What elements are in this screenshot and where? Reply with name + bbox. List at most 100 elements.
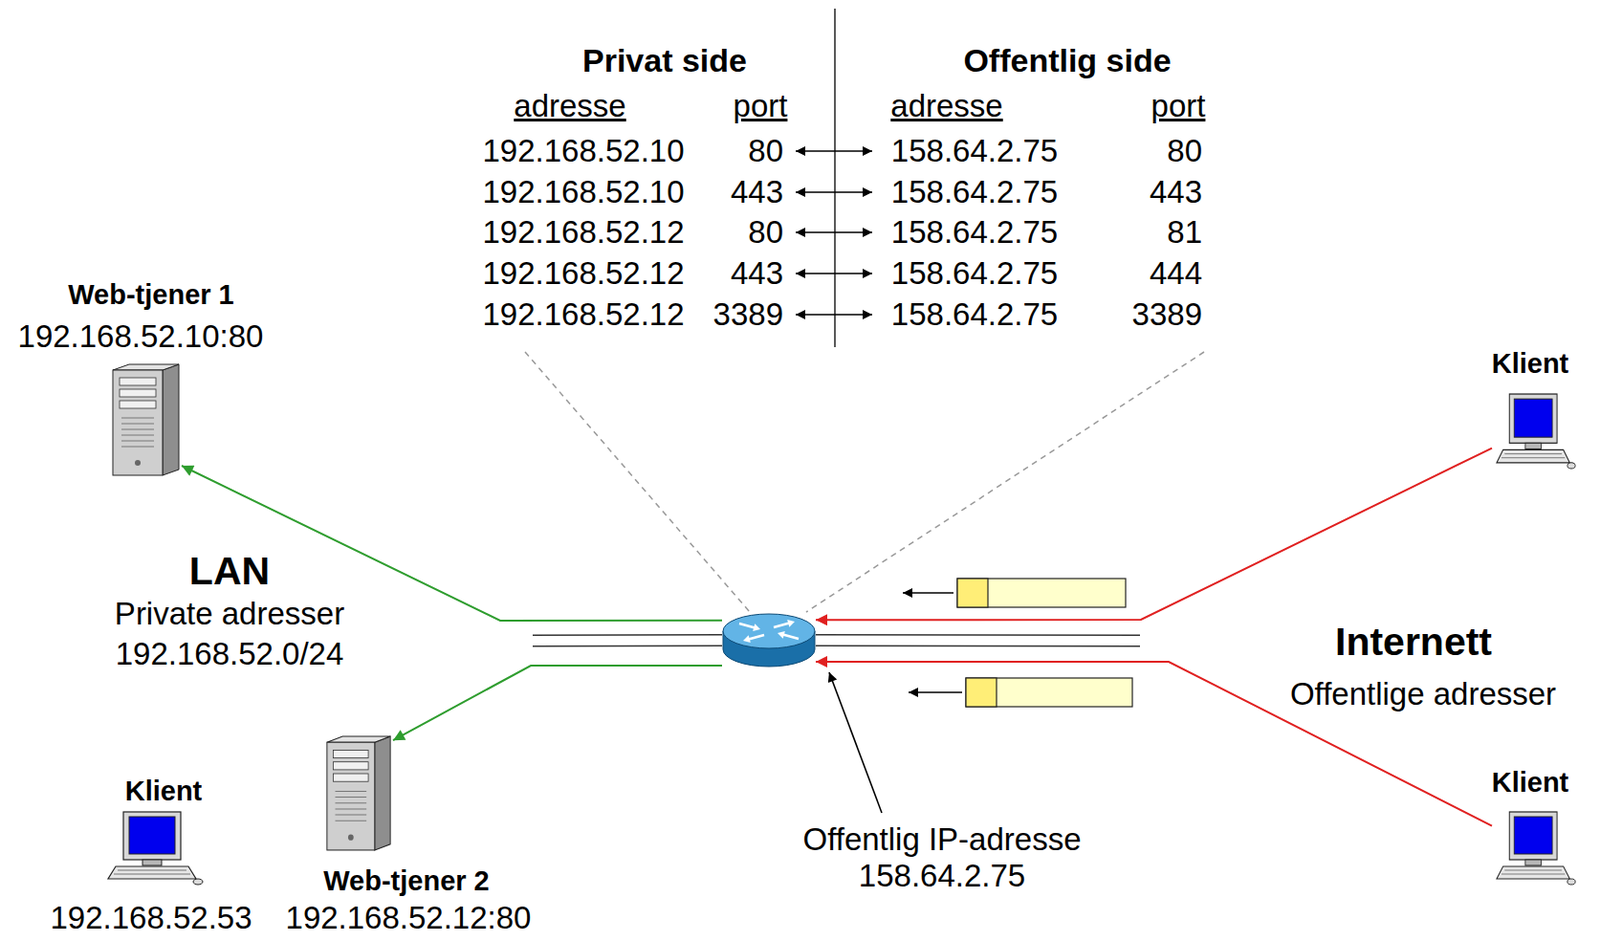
connector-path	[815, 448, 1492, 621]
icon-part	[1496, 449, 1570, 462]
icon-part	[119, 389, 156, 397]
icon-part	[1525, 442, 1542, 449]
packet-body	[957, 578, 1126, 608]
client-computer: Klient192.168.52.53	[102, 810, 204, 886]
table-cell: 158.64.2.75	[891, 132, 1058, 170]
icon-part	[1501, 457, 1565, 459]
vent-line	[335, 802, 368, 804]
icon-part	[162, 364, 179, 476]
node-text: Private adresser	[114, 595, 345, 633]
node-heading: LAN	[189, 548, 270, 594]
column-header: adresse	[890, 87, 1003, 125]
node-text: 192.168.52.10:80	[18, 318, 264, 355]
link-line	[815, 639, 1140, 642]
icon-part	[1496, 866, 1570, 879]
vent-line	[335, 796, 368, 798]
icon-part	[1567, 462, 1576, 469]
icon-part	[723, 613, 815, 649]
packet-body	[965, 678, 1133, 707]
mapping-arrow	[795, 191, 873, 194]
column-header: adresse	[513, 87, 626, 125]
pc-icon	[1491, 393, 1577, 470]
table-cell: 192.168.52.10	[482, 174, 684, 211]
link-outer	[815, 634, 1140, 648]
icon-part	[1509, 394, 1557, 443]
node-text: Offentlig side	[963, 42, 1171, 80]
table-cell: 443	[730, 255, 784, 292]
table-cell: 81	[1166, 214, 1203, 251]
icon-part	[119, 377, 156, 386]
node-text: 192.168.52.53	[49, 899, 252, 937]
link-outer	[532, 634, 723, 648]
column-header: port	[1151, 87, 1206, 125]
node-heading: Klient	[125, 775, 203, 808]
icon-part	[108, 866, 197, 879]
node-heading: Privat side	[582, 42, 747, 80]
web-server: Web-tjener 2192.168.52.12:80	[324, 734, 394, 853]
traffic-arrow	[815, 448, 1492, 621]
server-icon	[324, 734, 394, 853]
icon-part	[1513, 816, 1553, 855]
icon-part	[112, 370, 163, 476]
icon-part	[123, 811, 181, 860]
pc-icon	[102, 810, 204, 886]
table-cell: 3389	[713, 296, 784, 333]
table-cell: 158.64.2.75	[891, 255, 1058, 292]
router-arrowhead	[743, 635, 751, 643]
icon-part	[119, 400, 156, 409]
region-outline	[0, 412, 532, 870]
node-text: 192.168.52.12:80	[285, 899, 532, 937]
table-cell: 192.168.52.12	[482, 296, 684, 333]
icon-part	[113, 874, 191, 876]
traffic-arrow	[393, 665, 723, 741]
router-arrowhead	[777, 631, 786, 639]
icon-part	[333, 762, 369, 770]
router-arrowhead	[752, 623, 761, 632]
icon-part	[327, 742, 375, 851]
packet-arrow	[908, 691, 963, 694]
icon-part	[333, 749, 369, 758]
icon-part	[134, 460, 141, 466]
link-inner	[532, 635, 723, 647]
table-cell: 158.64.2.75	[891, 296, 1058, 333]
table-cell: 192.168.52.10	[482, 132, 684, 170]
table-cell: 80	[747, 214, 784, 251]
vent-line	[121, 429, 154, 431]
table-cell: 443	[730, 174, 784, 211]
vent-line	[335, 814, 368, 816]
mapping-arrow	[795, 150, 873, 153]
region-outline	[1140, 412, 1600, 870]
client-computer: Klient	[1491, 810, 1577, 886]
mapping-arrow	[795, 272, 873, 275]
table-cell: 192.168.52.12	[482, 255, 684, 292]
web-server: Web-tjener 1192.168.52.10:80	[109, 362, 182, 478]
vent-line	[121, 423, 154, 425]
icon-part	[327, 736, 391, 743]
internet-region: InternettOffentlige adresserKlientKlient	[1139, 411, 1600, 871]
icon-part	[117, 870, 187, 872]
icon-part	[1513, 398, 1553, 438]
callout-dashed-line	[806, 351, 1205, 613]
node-text: Offentlige adresser	[1290, 676, 1557, 713]
router-icon	[722, 612, 816, 669]
icon-part	[374, 736, 391, 851]
icon-part	[1501, 874, 1565, 876]
packet	[908, 678, 1133, 707]
connector-path	[393, 665, 723, 741]
link-line	[532, 639, 723, 642]
vent-line	[121, 435, 154, 437]
vent-line	[335, 790, 368, 792]
leader-line	[829, 672, 882, 813]
icon-part	[1525, 859, 1542, 866]
table-cell: 80	[747, 132, 784, 170]
lan-region: LANPrivate adresser192.168.52.0/24Web-tj…	[0, 411, 533, 871]
icon-part	[333, 773, 369, 782]
icon-part	[1567, 878, 1576, 885]
icon-part	[1504, 453, 1562, 455]
table-cell: 192.168.52.12	[482, 214, 684, 251]
vent-line	[121, 440, 154, 442]
table-cell: 158.64.2.75	[891, 174, 1058, 211]
callout-dashed-line	[525, 351, 750, 613]
